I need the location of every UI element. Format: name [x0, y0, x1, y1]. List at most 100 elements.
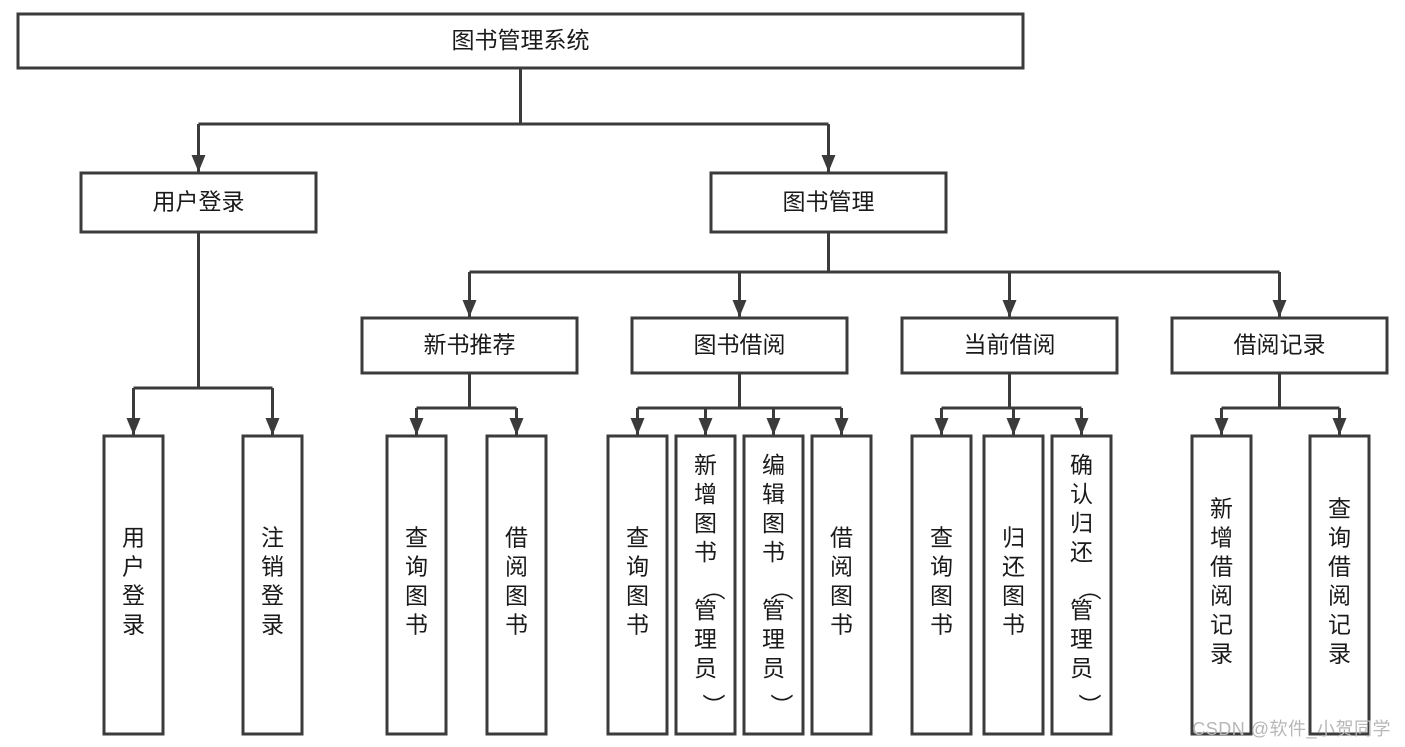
node-box-rect: [102, 434, 165, 736]
node-level3-1[interactable]: 图书借阅: [630, 316, 849, 375]
node-label-char: 还: [1070, 539, 1093, 565]
node-label-char: 书: [830, 612, 853, 638]
node-label-char: （: [701, 578, 727, 601]
arrow-head-icon: [126, 418, 141, 435]
node-label-char: 记: [1328, 612, 1351, 638]
arrow-head-icon: [265, 418, 280, 435]
node-label-char: 图: [505, 583, 528, 609]
node-label-char: 录: [1328, 641, 1351, 667]
node-label-char: 阅: [1210, 583, 1233, 609]
node-label-char: 管: [1070, 597, 1093, 623]
node-box-rect: [674, 434, 737, 736]
node-level2-1[interactable]: 图书管理: [709, 171, 948, 234]
connector-lines-group: [126, 68, 1347, 435]
arrow-head-icon: [1006, 418, 1021, 435]
node-label-char: 书: [762, 539, 785, 565]
node-label-char: 图: [930, 583, 953, 609]
node-label-char: 增: [694, 481, 717, 507]
node-label-char: 书: [930, 612, 953, 638]
node-label-char: 录: [261, 612, 284, 638]
node-label-char: 查: [930, 525, 953, 551]
node-level3-2[interactable]: 当前借阅: [900, 316, 1119, 375]
node-label-char: 录: [1210, 641, 1233, 667]
node-label-char: 编: [762, 452, 785, 478]
node-boxes-group: 图书管理系统用户登录图书管理新书推荐图书借阅当前借阅借阅记录用户登录注销登录查询…: [16, 12, 1389, 736]
arrow-head-icon: [1074, 418, 1089, 435]
node-box-rect: [1050, 434, 1113, 736]
node-label-char: 图: [762, 510, 785, 536]
node-label-char: 注: [261, 525, 284, 551]
node-label-char: （: [1077, 578, 1103, 601]
node-label: 借阅记录: [1234, 332, 1326, 358]
node-label-char: 询: [930, 554, 953, 580]
node-label-char: 还: [1002, 554, 1025, 580]
node-label-char: 员: [694, 655, 717, 681]
node-box-rect: [1308, 434, 1371, 736]
node-label-char: 借: [1328, 554, 1351, 580]
node-box-rect: [742, 434, 805, 736]
node-label-char: 辑: [762, 481, 785, 507]
node-label-char: 新: [694, 452, 717, 478]
arrow-head-icon: [698, 418, 713, 435]
node-label-char: 书: [405, 612, 428, 638]
node-label-char: 书: [626, 612, 649, 638]
node-level2-0[interactable]: 用户登录: [79, 171, 318, 234]
node-label-char: 员: [762, 655, 785, 681]
node-label: 用户登录: [153, 189, 245, 215]
node-label-char: 新: [1210, 496, 1233, 522]
node-label-char: 员: [1070, 655, 1093, 681]
node-box-rect: [360, 316, 579, 375]
node-label-char: 理: [694, 626, 717, 652]
node-label: 新书推荐: [424, 332, 516, 358]
node-label-char: 认: [1070, 481, 1093, 507]
node-label-char: 阅: [505, 554, 528, 580]
node-label-char: 查: [626, 525, 649, 551]
node-label-char: 询: [626, 554, 649, 580]
arrow-head-icon: [630, 418, 645, 435]
node-label: 图书管理系统: [452, 27, 590, 53]
arrow-head-icon: [1214, 418, 1229, 435]
node-box-rect: [900, 316, 1119, 375]
node-label-char: ）: [1077, 694, 1103, 717]
arrow-head-icon: [766, 418, 781, 435]
node-label-char: 图: [405, 583, 428, 609]
arrow-head-icon: [509, 418, 524, 435]
node-level3-3[interactable]: 借阅记录: [1170, 316, 1389, 375]
node-leaf-0[interactable]: 用户登录: [102, 434, 165, 736]
node-label-char: 管: [762, 597, 785, 623]
node-label-char: 增: [1210, 525, 1233, 551]
node-label-char: 理: [1070, 626, 1093, 652]
node-box-rect: [16, 12, 1025, 70]
arrow-head-icon: [1272, 300, 1287, 317]
node-label-char: 确: [1070, 452, 1093, 478]
node-label-char: 图: [694, 510, 717, 536]
arrow-head-icon: [462, 300, 477, 317]
node-label-char: 询: [1328, 525, 1351, 551]
node-box-rect: [709, 171, 948, 234]
node-label-char: 用: [122, 525, 145, 551]
arrow-head-icon: [834, 418, 849, 435]
arrow-head-icon: [409, 418, 424, 435]
node-label-char: 书: [505, 612, 528, 638]
node-level3-0[interactable]: 新书推荐: [360, 316, 579, 375]
node-label-char: （: [769, 578, 795, 601]
node-label-char: 登: [261, 583, 284, 609]
arrow-head-icon: [1002, 300, 1017, 317]
node-label: 图书借阅: [694, 332, 786, 358]
node-root-0[interactable]: 图书管理系统: [16, 12, 1025, 70]
node-label-char: 理: [762, 626, 785, 652]
